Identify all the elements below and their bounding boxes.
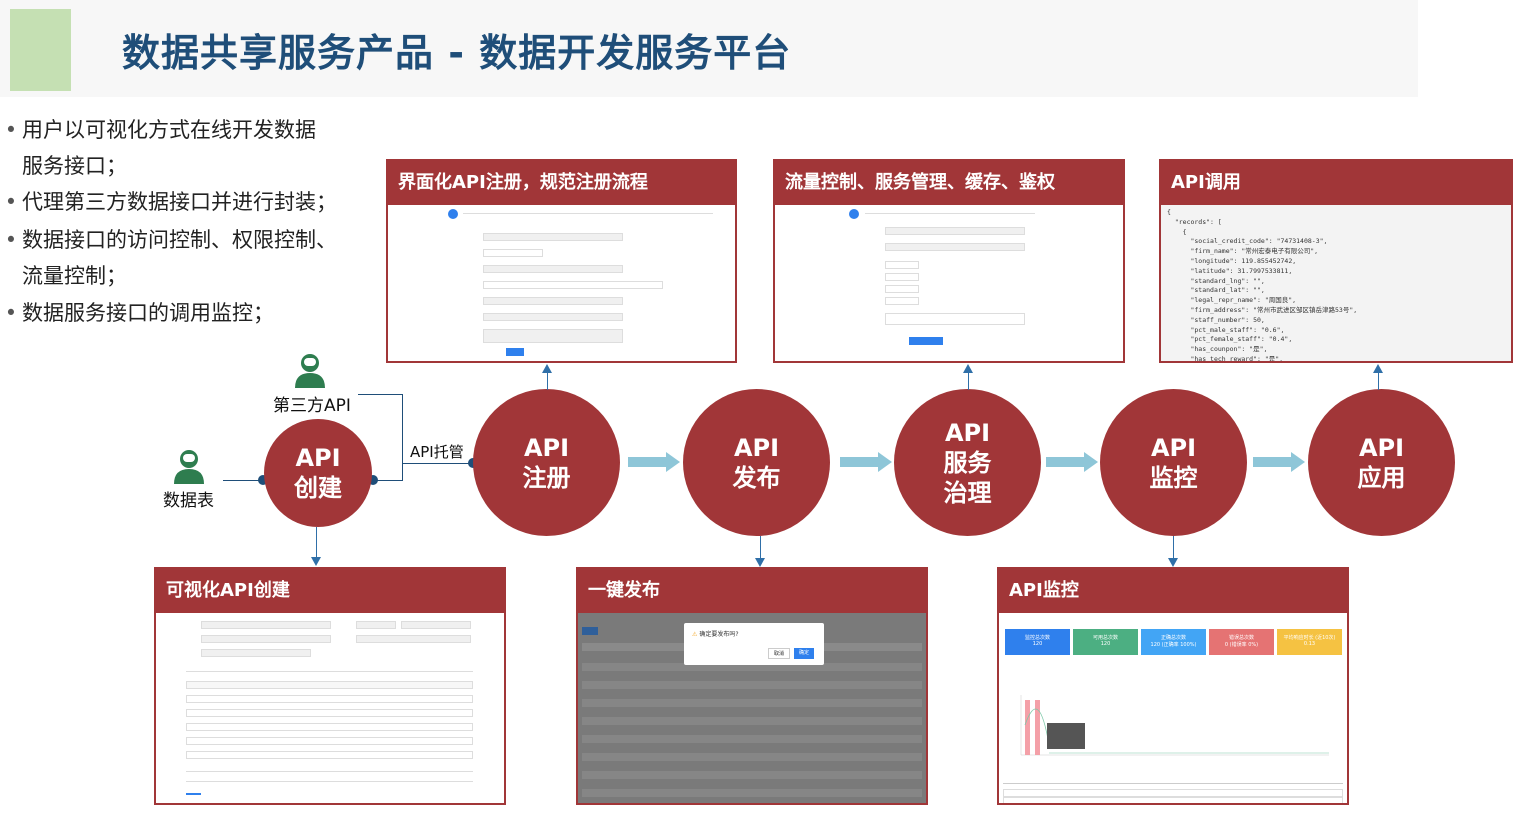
person-icon xyxy=(295,354,325,388)
header-accent xyxy=(10,9,71,91)
down-arrow-line xyxy=(316,527,317,557)
down-arrow-head xyxy=(755,558,765,567)
flow-arrow xyxy=(1253,452,1305,472)
connector-line xyxy=(358,394,403,395)
confirm-dialog: ⚠ 确定要发布吗? 取消 确定 xyxy=(684,623,824,665)
down-arrow-line xyxy=(760,536,761,558)
panel-api-invoke: API调用 { "records": [ { "social_credit_co… xyxy=(1159,159,1513,363)
confirm-dialog-text: ⚠ 确定要发布吗? xyxy=(692,631,739,638)
page-title: 数据共享服务产品 - 数据开发服务平台 xyxy=(122,31,792,75)
panel-title: API调用 xyxy=(1161,161,1511,205)
flow-arrow xyxy=(1046,452,1098,472)
flow-arrow xyxy=(840,452,892,472)
panel-api-create: 可视化API创建 xyxy=(154,567,506,805)
connector-line xyxy=(372,480,402,481)
connector-line xyxy=(223,480,263,481)
panel-title: API监控 xyxy=(999,569,1347,613)
up-arrow-head xyxy=(1373,364,1383,373)
up-arrow-head xyxy=(542,364,552,373)
governance-form-screenshot xyxy=(775,205,1123,361)
up-arrow-line xyxy=(1378,372,1379,390)
api-hosting-label: API托管 xyxy=(410,443,464,461)
up-arrow-line xyxy=(968,372,969,390)
down-arrow-head xyxy=(1168,558,1178,567)
down-arrow-head xyxy=(311,557,321,566)
json-response-code: { "records": [ { "social_credit_code": "… xyxy=(1161,205,1511,361)
flow-arrow xyxy=(628,452,680,472)
publish-list-screenshot: ⚠ 确定要发布吗? 取消 确定 xyxy=(578,613,926,803)
bullet-2: •代理第三方数据接口并进行封装； xyxy=(4,190,337,214)
bullet-3-cont: 流量控制； xyxy=(22,264,127,288)
connector-dot xyxy=(368,475,378,485)
data-table-label: 数据表 xyxy=(163,491,214,511)
bullet-1: •用户以可视化方式在线开发数据 xyxy=(4,118,316,142)
cancel-button[interactable]: 取消 xyxy=(767,648,790,659)
stat-card: 平均响应时长 (近10次)0.13 xyxy=(1277,629,1342,655)
third-party-api-label: 第三方API xyxy=(273,396,351,416)
connector-dot xyxy=(258,475,268,485)
connector-line xyxy=(402,463,474,464)
bullet-1-cont: 服务接口； xyxy=(22,154,127,178)
create-form-screenshot xyxy=(156,613,504,803)
panel-title: 可视化API创建 xyxy=(156,569,504,613)
panel-title: 界面化API注册，规范注册流程 xyxy=(388,161,735,205)
register-form-screenshot xyxy=(388,205,735,361)
up-arrow-line xyxy=(547,372,548,390)
up-arrow-head xyxy=(963,364,973,373)
panel-api-register: 界面化API注册，规范注册流程 xyxy=(386,159,737,363)
panel-api-governance: 流量控制、服务管理、缓存、鉴权 xyxy=(773,159,1125,363)
bullet-4: •数据服务接口的调用监控； xyxy=(4,301,274,325)
confirm-button[interactable]: 确定 xyxy=(793,648,814,659)
panel-title: 一键发布 xyxy=(578,569,926,613)
warning-icon: ⚠ xyxy=(692,631,698,638)
panel-title: 流量控制、服务管理、缓存、鉴权 xyxy=(775,161,1123,205)
person-icon xyxy=(174,450,204,484)
bullet-3: •数据接口的访问控制、权限控制、 xyxy=(4,228,337,252)
down-arrow-line xyxy=(1173,536,1174,558)
panel-api-publish: 一键发布 ⚠ 确定要发布吗? 取消 确定 xyxy=(576,567,928,805)
header-bar xyxy=(0,0,1418,97)
monitor-chart xyxy=(1020,695,1329,756)
connector-line xyxy=(402,394,403,481)
